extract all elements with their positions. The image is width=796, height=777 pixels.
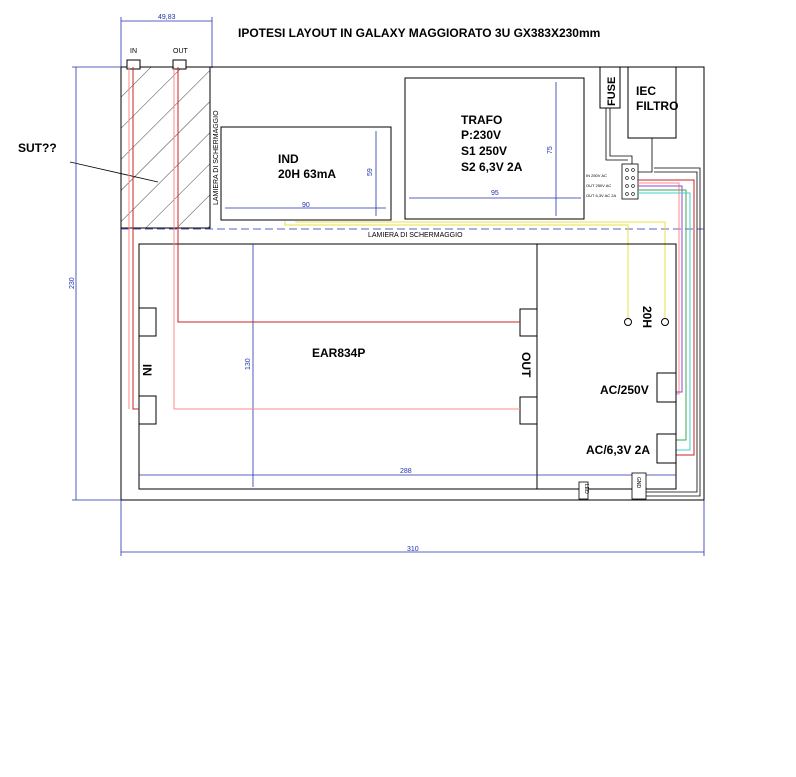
trafo-primary: P:230V bbox=[461, 128, 501, 142]
ind-value: 20H 63mA bbox=[278, 167, 336, 181]
dim-height: 230 bbox=[69, 277, 76, 289]
sut-hatched-box bbox=[120, 66, 211, 229]
board-out-label: OUT bbox=[519, 352, 533, 378]
wire-yellow-20h bbox=[295, 221, 666, 321]
sut-leader-line bbox=[69, 161, 159, 183]
terminal-label-2: OUT 250V AC bbox=[586, 183, 611, 188]
case-outline bbox=[120, 66, 705, 501]
fuse-label: FUSE bbox=[606, 77, 618, 106]
ind-dim-w: 90 bbox=[302, 202, 310, 209]
diagram-title: IPOTESI LAYOUT IN GALAXY MAGGIORATO 3U G… bbox=[238, 26, 600, 40]
ind-dim-h: 59 bbox=[367, 168, 374, 176]
dimension-label-top: 49,83 bbox=[158, 14, 176, 21]
shield-vertical-label: LAMIERA DI SCHERMAGGIO bbox=[213, 110, 220, 205]
shield-horizontal-label: LAMIERA DI SCHERMAGGIO bbox=[368, 232, 463, 239]
trafo-dim-h: 75 bbox=[547, 146, 554, 154]
iec-filter-box bbox=[627, 66, 677, 139]
terminal-label-1: IN 250V AC bbox=[586, 173, 607, 178]
board-dim-h: 130 bbox=[245, 358, 252, 370]
board-out-connector bbox=[519, 308, 538, 337]
sut-in-label: IN bbox=[130, 48, 137, 55]
wire-black-gnd-2 bbox=[646, 167, 701, 497]
dim-width: 310 bbox=[407, 546, 419, 553]
wire-pink bbox=[638, 182, 680, 395]
terminal-pin bbox=[631, 168, 635, 172]
board-out-connector bbox=[519, 396, 538, 425]
mains-wire bbox=[636, 138, 653, 173]
connector-20h bbox=[624, 318, 632, 326]
gnd-label: GND bbox=[635, 477, 641, 489]
iec-filter-label: FILTRO bbox=[636, 99, 678, 113]
led-label: LED bbox=[583, 484, 589, 494]
terminal-pin bbox=[631, 184, 635, 188]
connector-20h bbox=[661, 318, 669, 326]
trafo-label: TRAFO bbox=[461, 113, 502, 127]
board-dim-w: 288 bbox=[400, 468, 412, 475]
terminal-pin bbox=[625, 192, 629, 196]
trafo-s1: S1 250V bbox=[461, 144, 507, 158]
wire-red-in bbox=[132, 67, 139, 410]
sut-out-label: OUT bbox=[173, 48, 189, 55]
terminal-block bbox=[621, 163, 639, 200]
wire-green bbox=[638, 189, 687, 441]
board-in-connector bbox=[138, 307, 157, 337]
terminal-pin bbox=[625, 168, 629, 172]
board-name: EAR834P bbox=[312, 346, 365, 360]
sut-label: SUT?? bbox=[18, 141, 57, 155]
terminal-pin bbox=[631, 192, 635, 196]
board-in-connector bbox=[138, 395, 157, 425]
board-in-label: IN bbox=[140, 364, 154, 376]
mains-wire bbox=[609, 108, 633, 166]
terminal-pin bbox=[625, 176, 629, 180]
ac-63v-connector bbox=[656, 433, 677, 464]
board-ear834p bbox=[138, 243, 677, 490]
wire-purple bbox=[638, 185, 683, 393]
wire-red bbox=[638, 179, 695, 456]
trafo-box bbox=[404, 77, 585, 220]
wire-yellow-20h bbox=[284, 221, 629, 321]
iec-label: IEC bbox=[636, 84, 656, 98]
ind-label: IND bbox=[278, 152, 299, 166]
trafo-s2: S2 6,3V 2A bbox=[461, 160, 523, 174]
terminal-pin bbox=[631, 176, 635, 180]
wire-pink-out bbox=[173, 67, 520, 410]
wire-red-out bbox=[177, 67, 520, 323]
label-20h: 20H bbox=[640, 306, 654, 328]
trafo-dim-w: 95 bbox=[491, 190, 499, 197]
wire-cyan bbox=[638, 192, 691, 451]
led-box bbox=[578, 481, 589, 500]
gnd-box bbox=[631, 472, 647, 500]
ac-250v-connector bbox=[656, 372, 677, 403]
wire-black-gnd bbox=[646, 171, 698, 493]
ac-250v-label: AC/250V bbox=[600, 383, 649, 397]
terminal-pin bbox=[625, 184, 629, 188]
terminal-label-3: OUT 6,3V AC 2A bbox=[586, 193, 616, 198]
sut-out-terminal bbox=[172, 59, 187, 70]
ac-63v-label: AC/6,3V 2A bbox=[586, 443, 650, 457]
mains-wire bbox=[605, 108, 628, 161]
ind-box bbox=[220, 126, 392, 221]
